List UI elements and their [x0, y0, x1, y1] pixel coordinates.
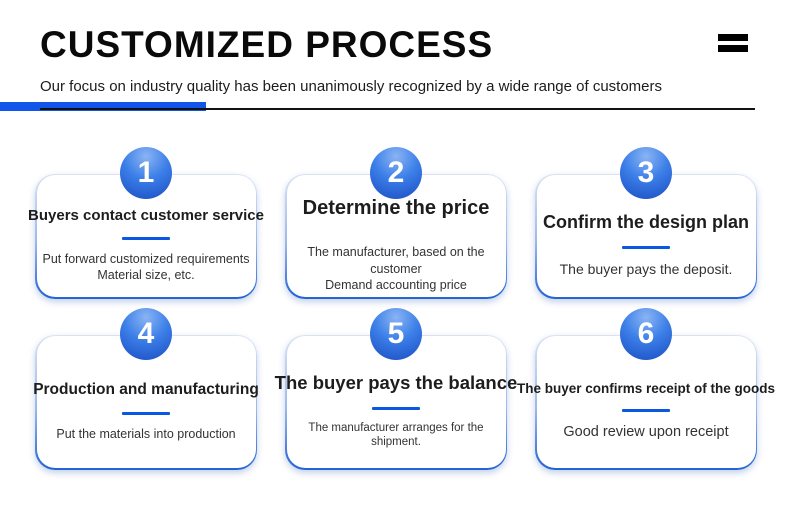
step-description-line: Demand accounting price: [325, 277, 467, 292]
step-description-line: Put forward customized requirements: [42, 252, 250, 267]
step-divider: [622, 246, 670, 250]
step-divider: [122, 411, 170, 415]
step-card-3: 3 Confirm the design plan The buyer pays…: [535, 146, 757, 299]
step-description-line: Put the materials into production: [56, 426, 236, 441]
header: CUSTOMIZED PROCESS Our focus on industry…: [0, 0, 790, 111]
step-number-badge: 3: [620, 146, 672, 199]
step-description: Put the materials into production: [56, 426, 235, 442]
step-description-line: Material size, etc.: [97, 268, 195, 283]
step-title: The buyer confirms receipt of the goods: [516, 380, 776, 396]
hamburger-menu-icon[interactable]: [718, 34, 748, 52]
step-card-1: 1 Buyers contact customer service Put fo…: [28, 146, 264, 299]
step-title: Confirm the design plan: [542, 212, 749, 233]
step-divider: [622, 409, 670, 413]
step-description-line: The manufacturer, based on the customer: [307, 245, 485, 276]
step-card-5: 5 The buyer pays the balance The manufac…: [275, 307, 517, 470]
step-description-line: The manufacturer arranges for the shipme…: [308, 421, 484, 449]
step-number-badge: 1: [120, 146, 172, 199]
step-title: The buyer pays the balance: [274, 372, 518, 394]
step-card-2: 2 Determine the price The manufacturer, …: [285, 146, 507, 299]
step-card-6: 6 The buyer confirms receipt of the good…: [517, 307, 775, 470]
step-title: Determine the price: [302, 197, 490, 220]
step-description-line: The buyer pays the deposit.: [559, 261, 733, 278]
step-description-line: Good review upon receipt: [563, 424, 729, 441]
step-card-body: Buyers contact customer service Put forw…: [28, 175, 264, 298]
step-title: Buyers contact customer service: [28, 206, 264, 224]
step-number-badge: 5: [370, 307, 422, 360]
hamburger-bar: [718, 45, 748, 52]
step-description: The manufacturer, based on the customer …: [291, 244, 502, 293]
process-steps-grid: 1 Buyers contact customer service Put fo…: [28, 146, 790, 470]
page-title: CUSTOMIZED PROCESS: [40, 24, 494, 65]
step-description: The manufacturer arranges for the shipme…: [291, 421, 502, 451]
header-divider-rule: [40, 107, 755, 110]
step-divider: [372, 406, 420, 410]
step-description: The buyer pays the deposit.: [560, 260, 733, 278]
step-number-badge: 2: [370, 146, 422, 199]
step-title: Production and manufacturing: [33, 380, 259, 398]
step-card-4: 4 Production and manufacturing Put the m…: [33, 307, 259, 470]
step-description: Good review upon receipt: [563, 423, 728, 442]
step-description: Put forward customized requirements Mate…: [42, 251, 249, 284]
step-number-badge: 4: [120, 307, 172, 360]
hamburger-bar: [718, 34, 748, 41]
step-divider: [122, 237, 170, 241]
step-number-badge: 6: [620, 307, 672, 360]
page-subtitle: Our focus on industry quality has been u…: [40, 77, 663, 95]
